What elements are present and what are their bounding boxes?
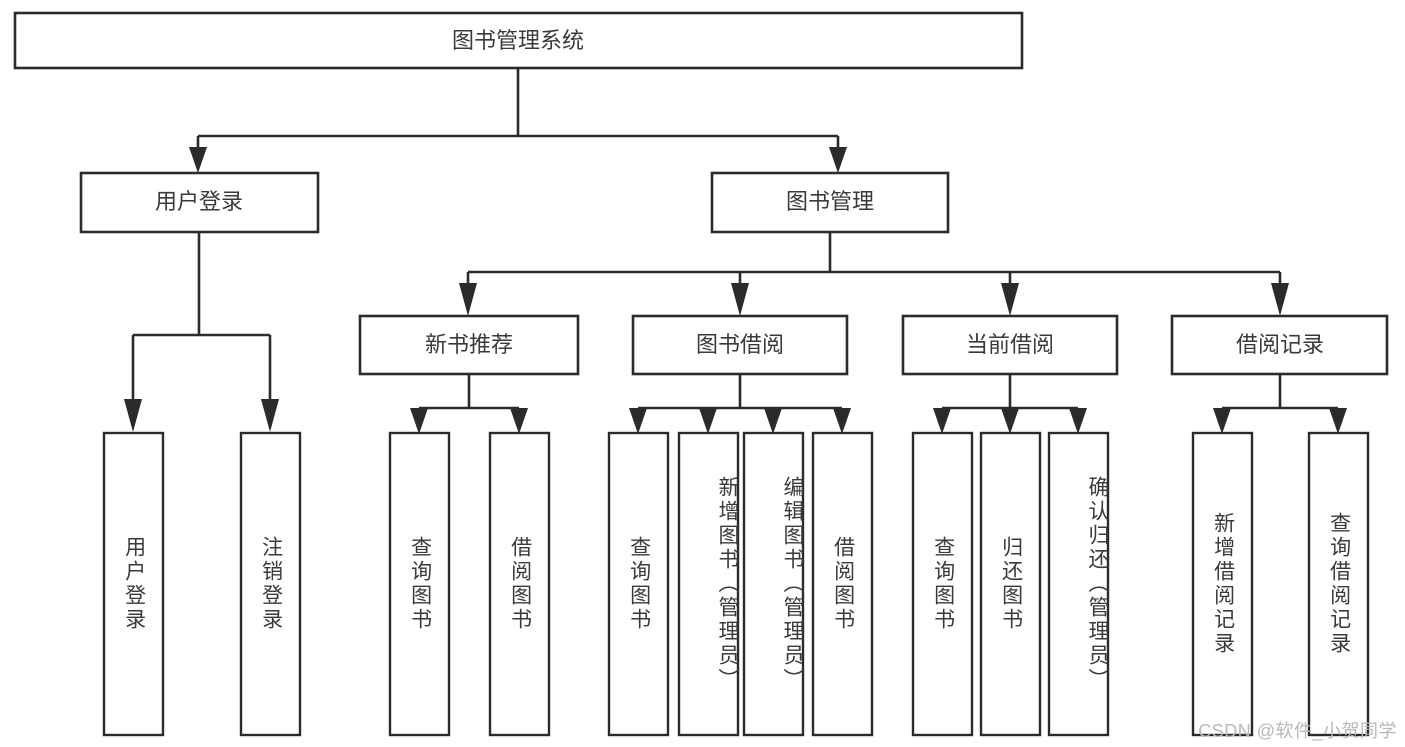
leaf-box-query-book-2[interactable] (607, 431, 670, 737)
leaf-box-query-borrow-record[interactable] (1307, 431, 1370, 737)
node-current-borrow-label: 当前借阅 (966, 332, 1054, 357)
leaf-box-logout-login[interactable] (239, 431, 302, 737)
leaf-box-edit-book[interactable] (742, 431, 805, 737)
leaf-box-borrow-book-1[interactable] (488, 431, 551, 737)
leaf-box-query-book-1[interactable] (388, 431, 451, 737)
node-new-book-recommend[interactable]: 新书推荐 (358, 314, 580, 376)
leaf-box-return-book[interactable] (979, 431, 1042, 737)
node-borrow-record[interactable]: 借阅记录 (1170, 314, 1389, 376)
csdn-watermark: CSDN @软件_小贺同学 (1198, 721, 1397, 741)
connector-newbook-to-leaves (410, 374, 528, 434)
node-user-login[interactable]: 用户登录 (79, 171, 320, 234)
leaf-box-borrow-book-2[interactable] (811, 431, 874, 737)
node-root-label: 图书管理系统 (452, 28, 584, 53)
connector-bookborrow-to-leaves (629, 374, 851, 434)
node-root-system[interactable]: 图书管理系统 (13, 11, 1024, 70)
node-user-login-label: 用户登录 (155, 189, 243, 214)
node-book-management[interactable]: 图书管理 (710, 171, 950, 234)
leaf-box-add-borrow-record[interactable] (1191, 431, 1254, 737)
leaf-box-query-book-3[interactable] (911, 431, 974, 737)
node-new-book-recommend-label: 新书推荐 (425, 332, 513, 357)
leaf-box-add-book[interactable] (677, 431, 740, 737)
node-current-borrow[interactable]: 当前借阅 (901, 314, 1119, 376)
node-book-borrow[interactable]: 图书借阅 (631, 314, 849, 376)
node-borrow-record-label: 借阅记录 (1236, 332, 1324, 357)
node-book-borrow-label: 图书借阅 (696, 332, 784, 357)
connector-bookmgmt-to-level3 (459, 232, 1289, 316)
leaf-box-confirm-return[interactable] (1047, 431, 1110, 737)
connector-userlogin-to-leaves (124, 232, 279, 432)
connector-root-to-level2 (189, 68, 847, 173)
connector-currentborrow-to-leaves (933, 374, 1087, 434)
node-book-management-label: 图书管理 (786, 189, 874, 214)
leaf-box-user-login[interactable] (102, 431, 165, 737)
connector-borrowrecord-to-leaves (1213, 374, 1347, 434)
